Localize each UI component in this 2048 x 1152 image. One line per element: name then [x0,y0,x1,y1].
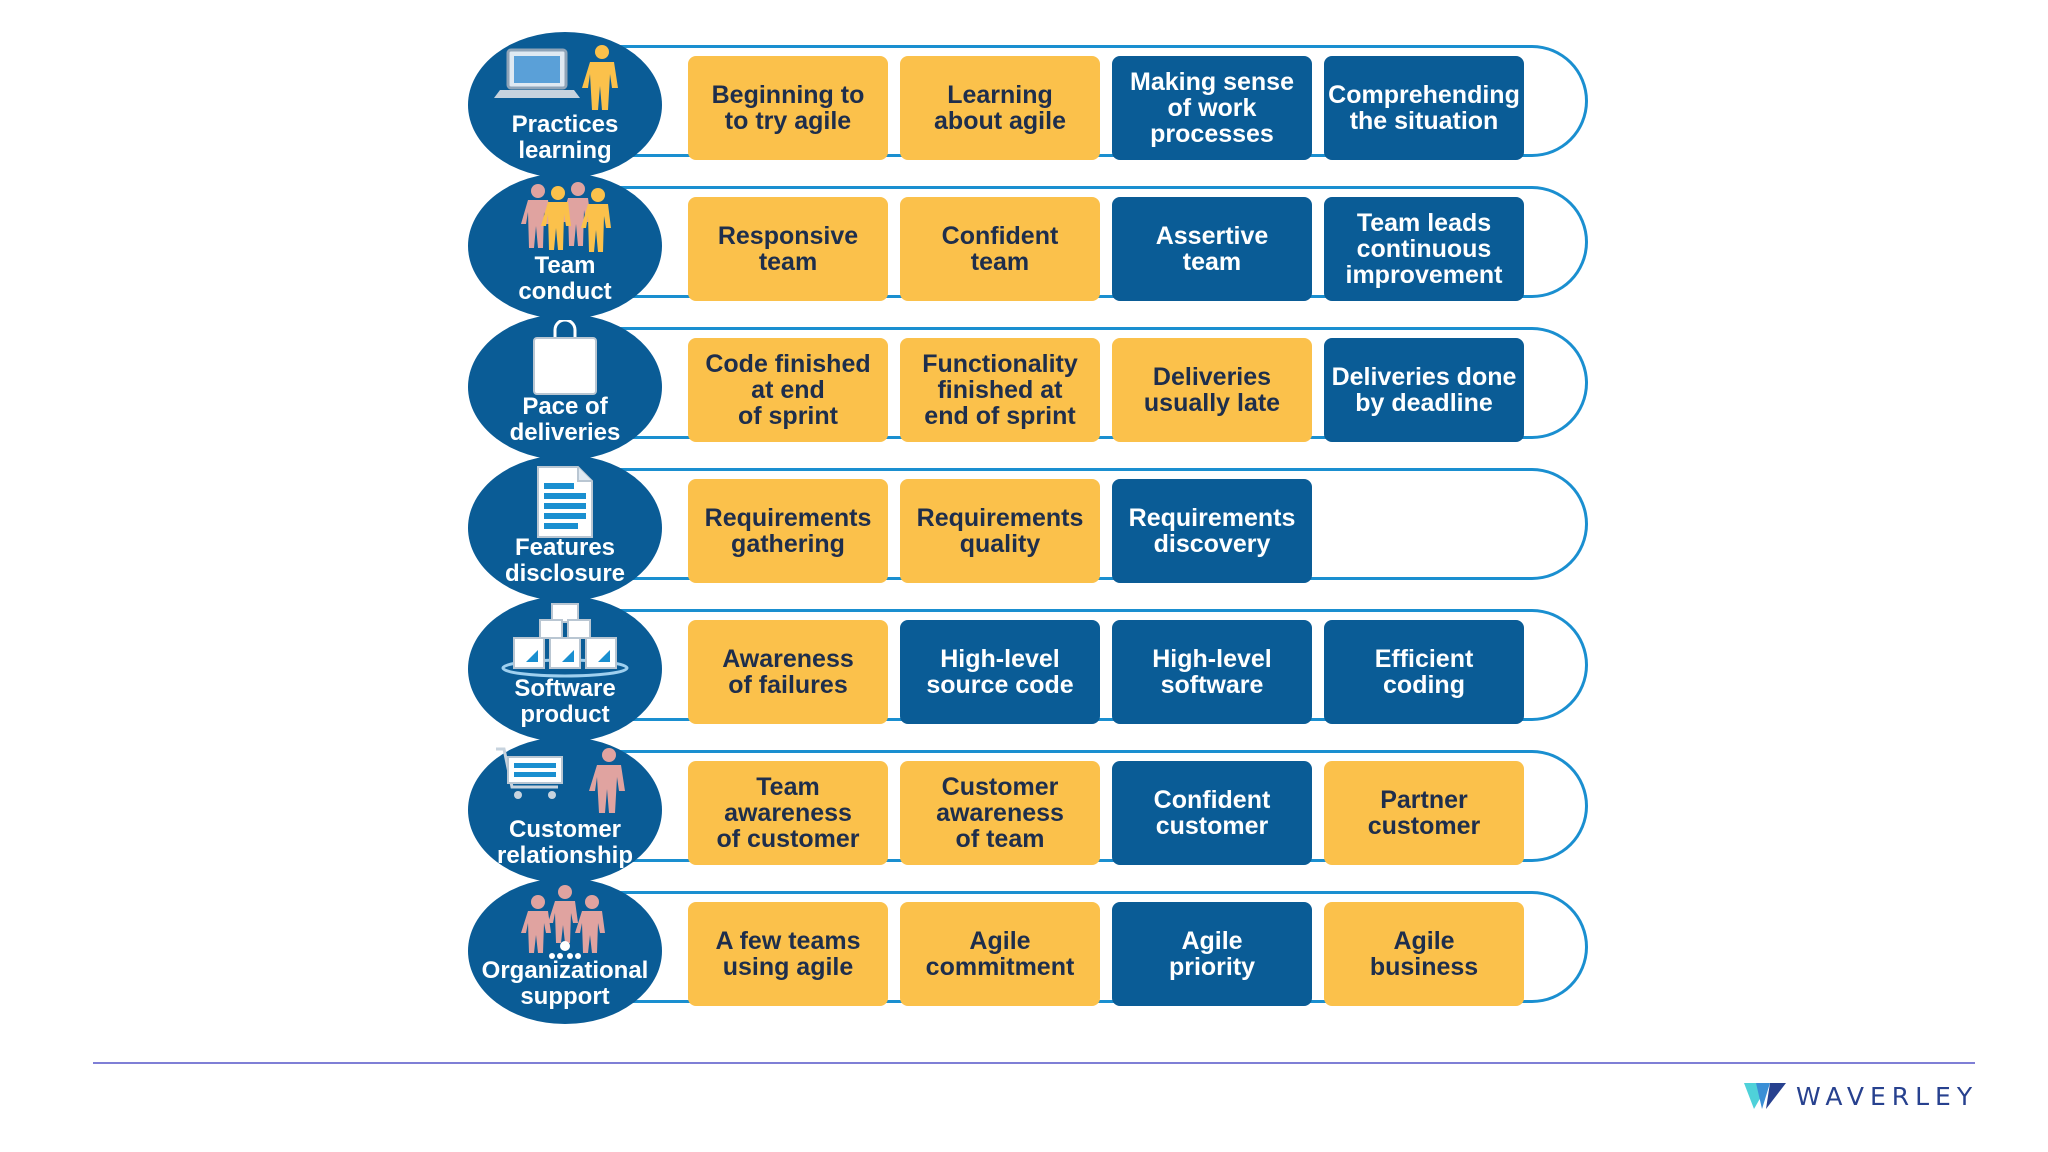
category-label: Pace of deliveries [509,393,621,446]
stage-box: Making sense of work processes [1112,56,1312,160]
stage-box: Agile business [1324,902,1524,1006]
category-label: Features disclosure [504,534,626,587]
row-practices-learning: Practices learning Beginning to to try a… [468,32,1596,178]
stage-box: Efficient coding [1324,620,1524,724]
software-blocks-icon [501,603,629,678]
category-label: Organizational support [481,957,649,1010]
stage-box: Requirements discovery [1112,479,1312,583]
category-circle: Customer relationship [468,737,662,883]
stage-box: Team awareness of customer [688,761,888,865]
stage-box: Functionality finished at end of sprint [900,338,1100,442]
stage-box: Confident customer [1112,761,1312,865]
row-software-product: Software product Awareness of failures H… [468,596,1596,742]
stage-box: Confident team [900,197,1100,301]
brand-name: WAVERLEY [1796,1081,1979,1111]
team-people-icon [521,182,611,252]
waverley-logo-icon [1744,1083,1786,1109]
row-features-disclosure: Features disclosure Requirements gatheri… [468,455,1596,601]
category-circle: Team conduct [468,173,662,319]
stage-box: Requirements quality [900,479,1100,583]
category-circle: Organizational support [468,878,662,1024]
category-label: Software product [514,675,616,728]
row-organizational-support: Organizational support A few teams using… [468,878,1596,1024]
stage-box: Learning about agile [900,56,1100,160]
stage-box: Deliveries usually late [1112,338,1312,442]
organization-people-icon [521,885,605,959]
stage-box: Customer awareness of team [900,761,1100,865]
stage-box: Responsive team [688,197,888,301]
cart-person-icon [496,747,625,813]
row-team-conduct: Team conduct Responsive team Confident t… [468,173,1596,319]
stage-box: A few teams using agile [688,902,888,1006]
category-label: Customer relationship [496,816,634,869]
category-label: Team conduct [518,252,612,305]
stage-box: Assertive team [1112,197,1312,301]
category-label: Practices learning [511,111,619,164]
category-circle: Pace of deliveries [468,314,662,460]
stage-box: Partner customer [1324,761,1524,865]
stage-box: Requirements gathering [688,479,888,583]
stage-box: Comprehending the situation [1324,56,1524,160]
stage-box: High-level source code [900,620,1100,724]
stage-box: Agile priority [1112,902,1312,1006]
category-circle: Software product [468,596,662,742]
stage-box: Team leads continuous improvement [1324,197,1524,301]
waverley-logo: WAVERLEY [1744,1078,1978,1114]
row-pace-of-deliveries: Pace of deliveries Code finished at end … [468,314,1596,460]
category-circle: Practices learning [468,32,662,178]
category-circle: Features disclosure [468,455,662,601]
footer-divider [93,1062,1975,1064]
shopping-bag-icon [533,320,597,395]
stage-box: Deliveries done by deadline [1324,338,1524,442]
stage-box: Agile commitment [900,902,1100,1006]
stage-box: Beginning to to try agile [688,56,888,160]
document-icon [537,466,593,538]
stage-box: Code finished at end of sprint [688,338,888,442]
stage-box: Awareness of failures [688,620,888,724]
laptop-person-icon [494,45,618,110]
row-customer-relationship: Customer relationship Team awareness of … [468,737,1596,883]
stage-box: High-level software [1112,620,1312,724]
